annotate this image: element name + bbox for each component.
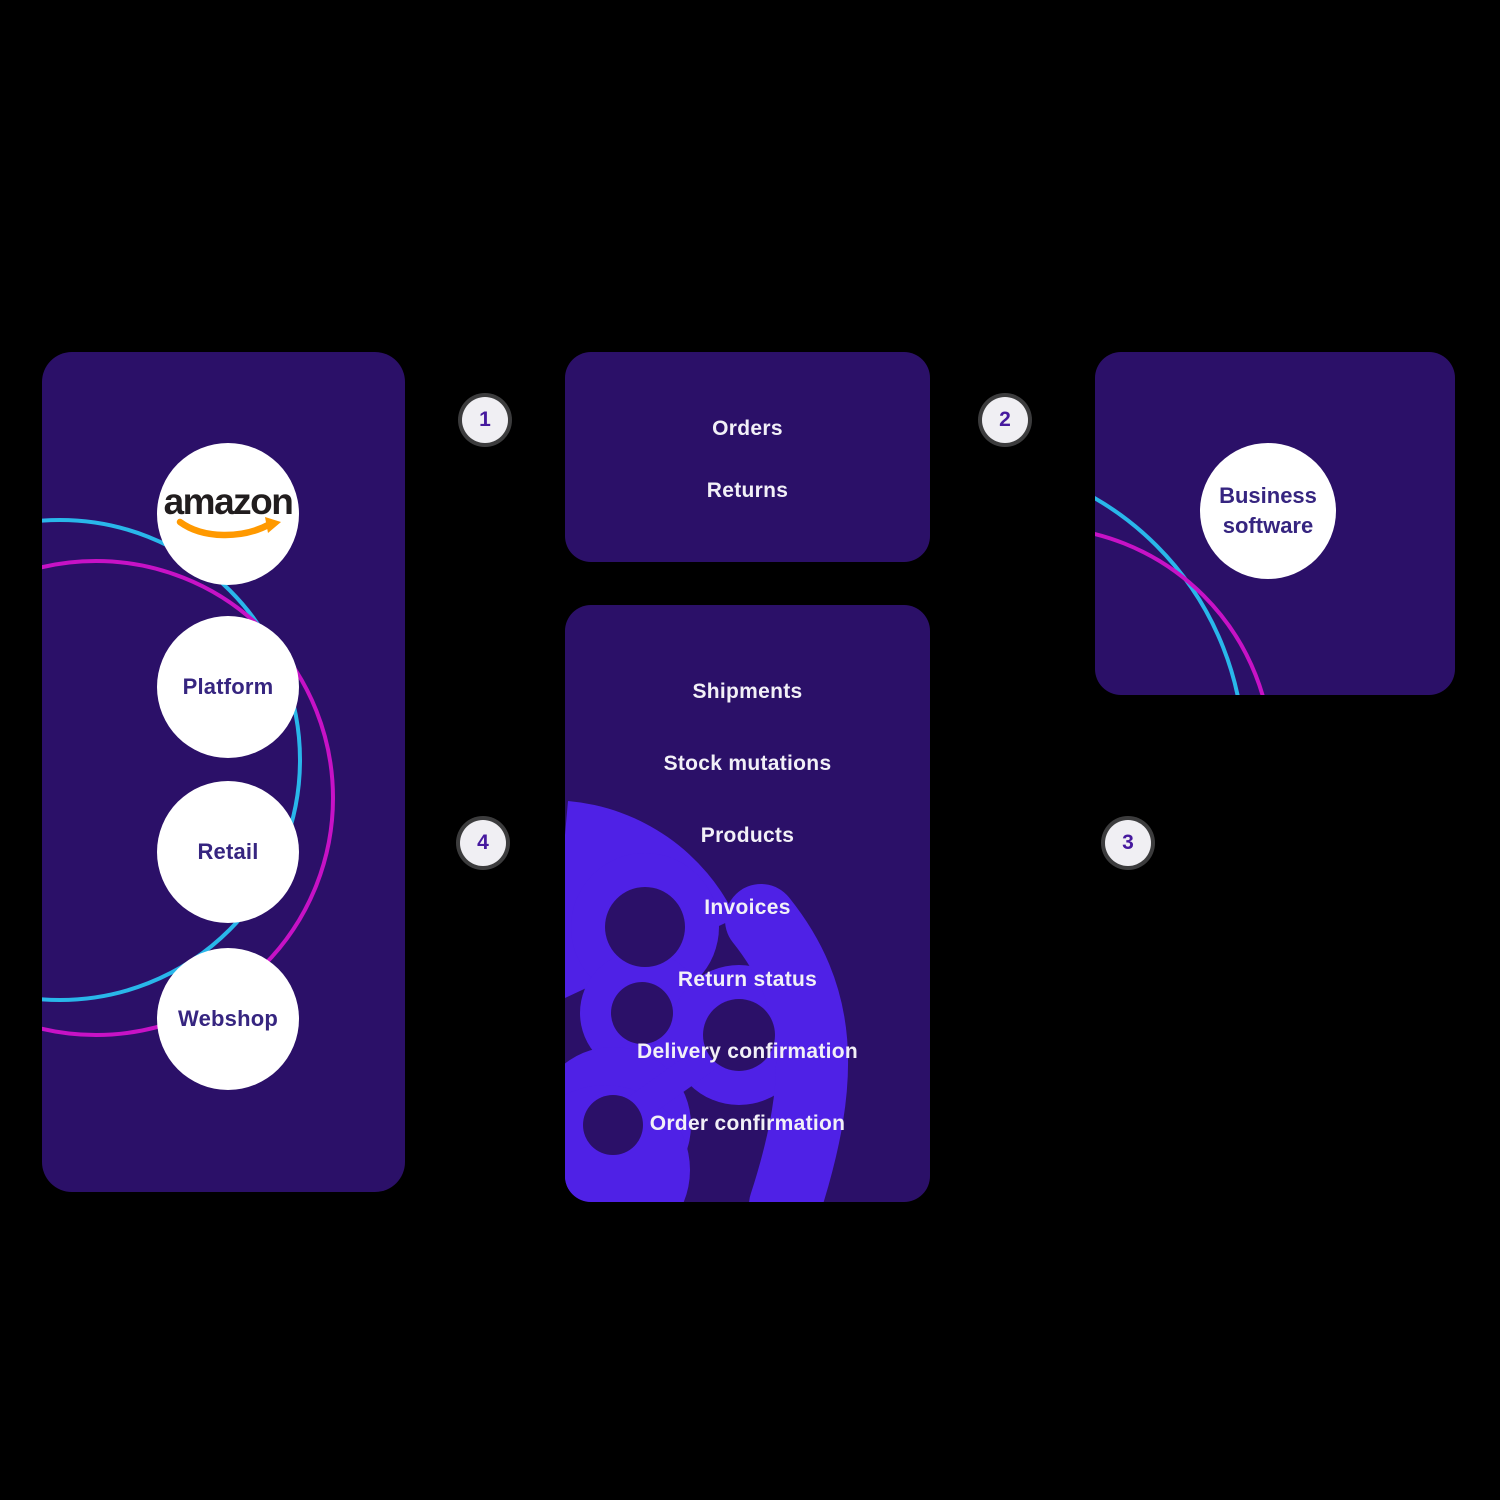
flow-item-order-confirmation: Order confirmation	[649, 1112, 846, 1135]
platform-node-label: Platform	[182, 674, 274, 699]
flow-item-orders: Orders	[712, 417, 783, 440]
amazon-node: amazon	[157, 443, 299, 585]
amazon-smile-arrow-icon	[176, 516, 281, 538]
flow-item-return-status: Return status	[677, 968, 818, 991]
flow-item-stock-mutations: Stock mutations	[663, 752, 832, 775]
retail-node: Retail	[157, 781, 299, 923]
flow-item-invoices: Invoices	[704, 896, 791, 919]
webshop-node: Webshop	[157, 948, 299, 1090]
retail-node-label: Retail	[197, 839, 259, 864]
step-badge-4: 4	[460, 820, 506, 866]
flow-item-returns: Returns	[706, 479, 789, 502]
decorative-circles-icon	[42, 518, 335, 1037]
business-software-node: Business software	[1200, 443, 1336, 579]
step-badge-1: 1	[462, 397, 508, 443]
business-software-box: Business software	[1095, 352, 1455, 695]
flow-item-shipments: Shipments	[692, 680, 803, 703]
molecule-decoration-icon	[565, 801, 849, 1202]
business-software-label: Business software	[1219, 483, 1317, 538]
step-badge-2: 2	[982, 397, 1028, 443]
flow-item-products: Products	[700, 824, 795, 847]
orders-returns-box: Orders Returns	[565, 352, 930, 562]
platform-node: Platform	[157, 616, 299, 758]
flow-item-delivery-confirmation: Delivery confirmation	[636, 1040, 859, 1063]
orders-returns-list: Orders Returns	[565, 352, 930, 506]
sales-channels-panel: amazon Platform Retail Webshop	[42, 352, 405, 1192]
webshop-node-label: Webshop	[178, 1006, 278, 1031]
amazon-wordmark: amazon	[163, 480, 294, 522]
data-feeds-list: Shipments Stock mutations Products Invoi…	[565, 605, 930, 1139]
data-feeds-box: Shipments Stock mutations Products Invoi…	[565, 605, 930, 1202]
step-badge-3: 3	[1105, 820, 1151, 866]
amazon-logo: amazon	[163, 480, 294, 546]
